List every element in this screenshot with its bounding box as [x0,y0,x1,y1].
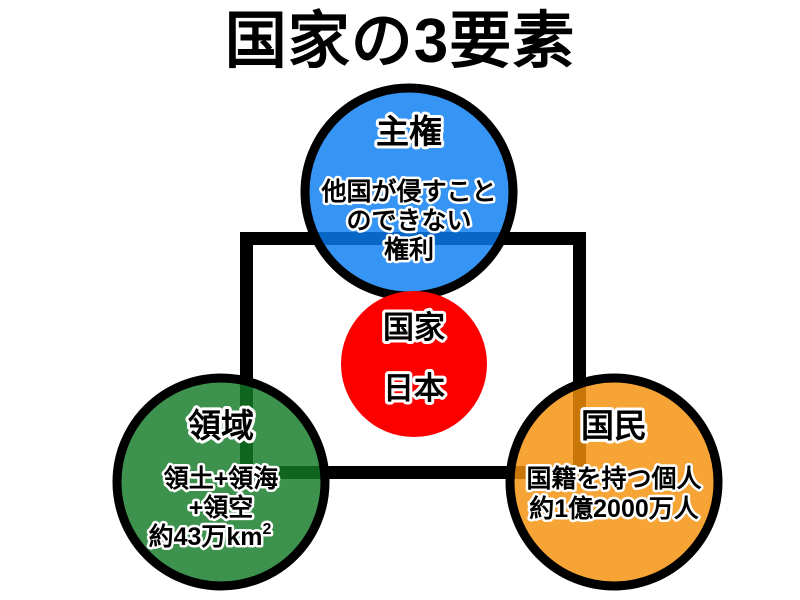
citizens-heading: 国民 [581,407,647,444]
territory-area-value: 約43万km [149,522,263,551]
sovereignty-line-2: のできない [346,207,471,235]
sovereignty-line-1: 他国が侵すこと [320,177,496,206]
state-value: 日本 [383,371,445,406]
page-title: 国家の3要素 [225,7,575,76]
territory-line-1: 領土+領海 [164,464,279,493]
node-state-center[interactable]: 国家 日本 [341,291,487,437]
citizens-line-2: 約1億2000万人 [529,494,699,523]
node-territory[interactable]: 領域 領土+領海 +領空 約43万km2 [112,373,330,591]
territory-circle[interactable] [112,373,330,591]
state-circle[interactable] [341,291,487,437]
state-heading: 国家 [383,310,445,345]
territory-heading: 領域 [188,407,254,444]
sovereignty-line-3: 権利 [384,235,434,264]
sovereignty-heading: 主権 [376,113,442,150]
territory-line-3: 約43万km2 [149,521,272,551]
citizens-line-1: 国籍を持つ個人 [526,464,701,493]
territory-line-2: +領空 [189,493,254,522]
node-sovereignty[interactable]: 主権 他国が侵すこと のできない 権利 [300,83,518,301]
node-citizens[interactable]: 国民 国籍を持つ個人 約1億2000万人 [505,373,723,591]
territory-area-exponent: 2 [263,521,272,538]
citizens-circle[interactable] [505,373,723,591]
